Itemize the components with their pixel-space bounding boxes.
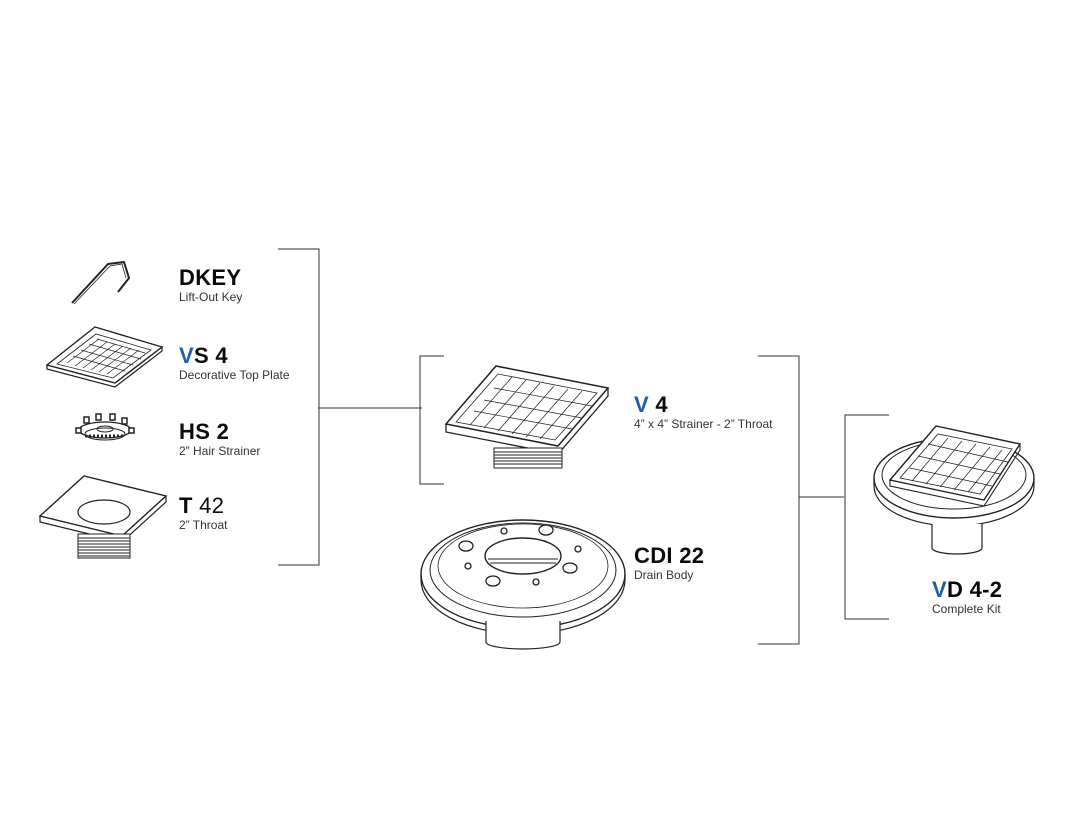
drain-body-icon: [420, 519, 626, 650]
t42-label: T 42 2” Throat: [179, 493, 228, 533]
vd42-code-rest: D 4-2: [946, 577, 1003, 602]
v4-code-rest: 4: [648, 392, 668, 417]
dkey-label: DKEY Lift-Out Key: [179, 265, 243, 305]
hair-strainer-icon: [75, 413, 135, 441]
vd42-label: VD 4-2 Complete Kit: [932, 577, 1003, 617]
hs2-desc: 2” Hair Strainer: [179, 444, 261, 458]
throat-icon: [38, 475, 168, 559]
complete-kit-icon: [873, 425, 1035, 555]
t42-desc: 2” Throat: [179, 518, 228, 532]
dkey-desc: Lift-Out Key: [179, 290, 243, 304]
vd42-code-accent: V: [932, 577, 947, 602]
dkey-code: DKEY: [179, 265, 242, 290]
v4-desc: 4” x 4” Strainer - 2” Throat: [634, 417, 773, 431]
cdi22-desc: Drain Body: [634, 568, 694, 582]
vs4-code-rest: S 4: [193, 343, 228, 368]
hs2-code: HS 2: [179, 419, 230, 444]
v4-label: V 4 4” x 4” Strainer - 2” Throat: [634, 392, 773, 432]
t42-code-num: 42: [199, 493, 225, 518]
decorative-top-plate-icon: [45, 326, 164, 388]
cdi22-code: CDI 22: [634, 543, 705, 568]
vs4-label: VS 4 Decorative Top Plate: [179, 343, 290, 383]
hs2-label: HS 2 2” Hair Strainer: [179, 419, 261, 459]
vs4-desc: Decorative Top Plate: [179, 368, 290, 382]
v4-code-accent: V: [634, 392, 649, 417]
lift-out-key-icon: [71, 261, 130, 305]
t42-code-main: T: [179, 493, 200, 518]
vd42-desc: Complete Kit: [932, 602, 1001, 616]
kit-bracket: [844, 414, 889, 620]
v4-bracket: [318, 355, 444, 485]
strainer-icon: [444, 365, 610, 469]
vs4-code-accent: V: [179, 343, 194, 368]
cdi22-label: CDI 22 Drain Body: [634, 543, 705, 583]
assemblies-bracket: [758, 355, 844, 645]
